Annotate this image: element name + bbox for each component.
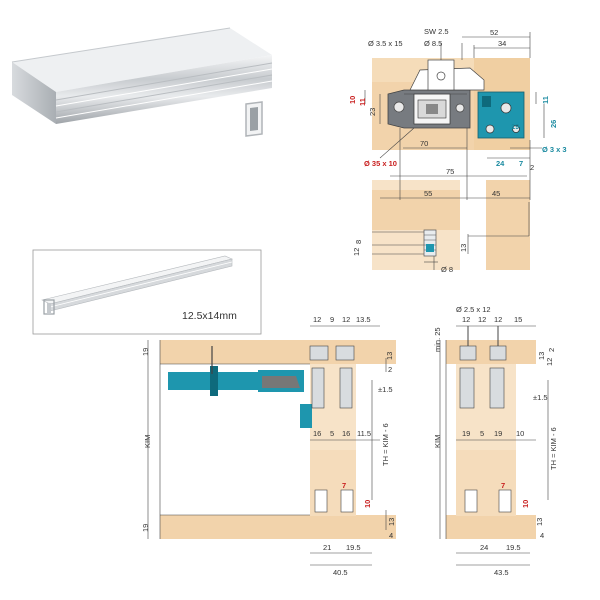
th-formula: TH = KIM - 6 <box>381 423 390 466</box>
dim-70: 70 <box>420 139 428 148</box>
mid-dim-3: 16 <box>342 429 350 438</box>
section-40-5: 12 9 12 13.5 16 5 16 11.5 21 19.5 40.5 1… <box>141 315 396 577</box>
dim-4: 4 <box>540 531 544 540</box>
dim-19: 19 <box>511 122 519 131</box>
dim-45: 45 <box>492 189 500 198</box>
dim-hole-small: Ø 3.5 x 15 <box>368 39 403 48</box>
top-dim-4: 13.5 <box>356 315 371 324</box>
dim-10-red: 10 <box>521 500 530 508</box>
dim-2: 2 <box>547 348 556 352</box>
mid-dim-1: 19 <box>462 429 470 438</box>
dim-26: 26 <box>549 120 558 128</box>
top-dim-1: 12 <box>462 315 470 324</box>
dim-13: 13 <box>459 244 468 252</box>
mid-dim-4: 10 <box>516 429 524 438</box>
rail-photo <box>11 27 273 137</box>
mid-dim-2: 5 <box>480 429 484 438</box>
dim-23: 23 <box>368 108 377 116</box>
mounting-plate-drawing: Ø 3.5 x 15 SW 2.5 Ø 8.5 52 34 23 70 75 5… <box>348 27 567 274</box>
min-25: min. 25 <box>433 327 442 352</box>
hole-label: Ø 2.5 x 12 <box>456 305 491 314</box>
pm-15: ±1.5 <box>533 393 548 402</box>
dim-24: 24 <box>496 159 505 168</box>
top-dim-4: 15 <box>514 315 522 324</box>
bottom-dim-2: 19.5 <box>346 543 361 552</box>
bottom-dim-1: 21 <box>323 543 331 552</box>
mid-dim-2: 5 <box>330 429 334 438</box>
mid-dim-3: 19 <box>494 429 502 438</box>
total-dim: 43.5 <box>494 568 509 577</box>
kim-label: KIM <box>433 435 442 448</box>
dim-7: 7 <box>519 159 523 168</box>
dim-2: 2 <box>388 365 392 374</box>
top-dim-1: 12 <box>313 315 321 324</box>
dim-12: 12 <box>352 248 361 256</box>
top-dim-3: 12 <box>494 315 502 324</box>
mid-dim-1: 16 <box>313 429 321 438</box>
dim-4: 4 <box>389 531 393 540</box>
top-dim-2: 9 <box>330 315 334 324</box>
pm-15: ±1.5 <box>378 385 393 394</box>
dim-hole-85: Ø 8.5 <box>424 39 442 48</box>
th-formula: TH = KIM - 6 <box>549 427 558 470</box>
dim-13-top: 13 <box>385 352 394 360</box>
dim-10-red: 10 <box>363 500 372 508</box>
dim-75: 75 <box>446 167 454 176</box>
dim-7-red: 7 <box>342 481 346 490</box>
dim-34: 34 <box>498 39 506 48</box>
dim-19-bottom: 19 <box>141 524 150 532</box>
total-dim: 40.5 <box>333 568 348 577</box>
dim-11-left: 11 <box>358 98 367 106</box>
bottom-dim-1: 24 <box>480 543 488 552</box>
dim-11-right: 11 <box>541 96 550 104</box>
dim-2: 2 <box>530 163 534 172</box>
dim-hole-35: Ø 35 x 10 <box>364 159 397 168</box>
rail-size-label: 12.5x14mm <box>182 310 237 322</box>
dim-hole-3: Ø 3 x 3 <box>542 145 567 154</box>
top-dim-3: 12 <box>342 315 350 324</box>
dim-13-bottom: 13 <box>535 518 544 526</box>
mid-dim-4: 11.5 <box>357 429 371 438</box>
dim-52: 52 <box>490 28 498 37</box>
top-dim-2: 12 <box>478 315 486 324</box>
dim-sw: SW 2.5 <box>424 27 449 36</box>
dim-hole-8: Ø 8 <box>441 265 453 274</box>
dim-8: 8 <box>354 240 363 244</box>
section-43-5: Ø 2.5 x 12 12 12 12 15 19 5 19 10 24 19.… <box>433 305 558 577</box>
dim-13-bottom: 13 <box>387 518 396 526</box>
kim-label: KIM <box>143 435 152 448</box>
dim-12: 12 <box>545 358 554 366</box>
dim-7-red: 7 <box>501 481 505 490</box>
dim-55: 55 <box>424 189 432 198</box>
rail-profile-box: 12.5x14mm <box>32 249 262 335</box>
bottom-dim-2: 19.5 <box>506 543 521 552</box>
dim-19-top: 19 <box>141 348 150 356</box>
dim-10: 10 <box>348 96 357 104</box>
dim-13-top: 13 <box>537 352 546 360</box>
